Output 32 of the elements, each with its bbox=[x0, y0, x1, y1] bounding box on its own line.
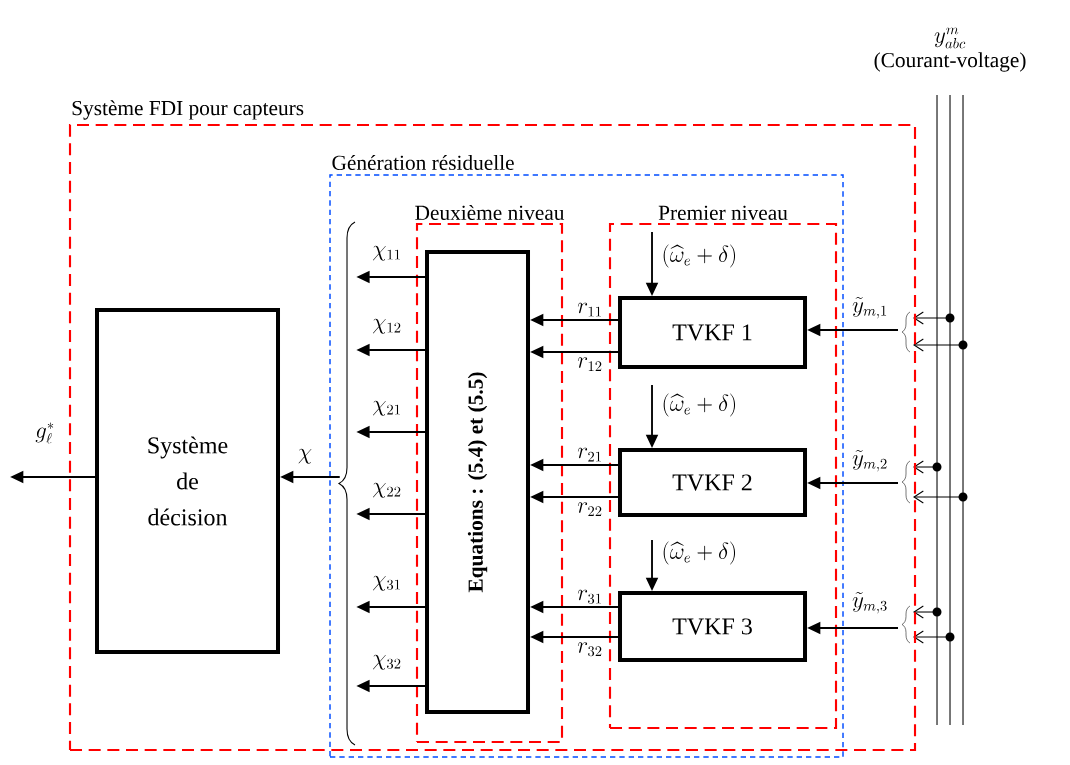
edge-label: $(\widehat{\omega}_{e}+\delta)$ bbox=[660, 392, 739, 418]
edge-label: $\chi_{21}$ bbox=[370, 399, 404, 417]
edge-label: $r_{32}$ bbox=[575, 641, 605, 658]
node-label: Deuxième niveau bbox=[415, 204, 565, 221]
node-label: Génération résiduelle bbox=[332, 154, 514, 171]
edge-label: $r_{31}$ bbox=[575, 588, 605, 605]
edge-label: $\tilde{y}_{m,2}$ bbox=[850, 448, 890, 473]
process-box: TVKF 3 bbox=[618, 591, 807, 662]
edge-label: $\tilde{y}_{m,1}$ bbox=[850, 295, 890, 320]
process-box: TVKF 2 bbox=[618, 448, 807, 517]
edge-label: $g_{\ell}^{*}$ bbox=[33, 421, 57, 445]
edge-label: $r_{11}$ bbox=[575, 301, 605, 318]
signal-label: $y_{abc}^{m}$ bbox=[934, 27, 966, 49]
edge-label: $\chi_{12}$ bbox=[370, 317, 404, 335]
edge-label: $(\widehat{\omega}_{e}+\delta)$ bbox=[660, 243, 739, 269]
edge-label: $\chi_{32}$ bbox=[370, 653, 404, 671]
edge-label: $r_{12}$ bbox=[575, 356, 605, 373]
edge-label: $r_{21}$ bbox=[575, 446, 605, 463]
edge-label: $\chi_{22}$ bbox=[370, 481, 404, 499]
edge-label: $\tilde{y}_{m,3}$ bbox=[850, 590, 890, 615]
node-label: Premier niveau bbox=[658, 205, 788, 221]
edge-label: $(\widehat{\omega}_{e}+\delta)$ bbox=[660, 540, 739, 566]
process-box: Système de décision bbox=[95, 308, 280, 654]
edge-label: $\chi$ bbox=[296, 447, 314, 465]
process-box: TVKF 1 bbox=[618, 296, 807, 369]
edge-label: $r_{22}$ bbox=[575, 501, 605, 518]
edge-label: $\chi_{11}$ bbox=[370, 244, 404, 262]
brace bbox=[338, 221, 356, 746]
signal-caption: (Courant-voltage) bbox=[874, 52, 1026, 72]
equations-box: Equations : (5.4) et (5.5) bbox=[425, 250, 530, 714]
node-label: Système FDI pour capteurs bbox=[72, 100, 304, 120]
edge-label: $\chi_{31}$ bbox=[370, 574, 404, 592]
